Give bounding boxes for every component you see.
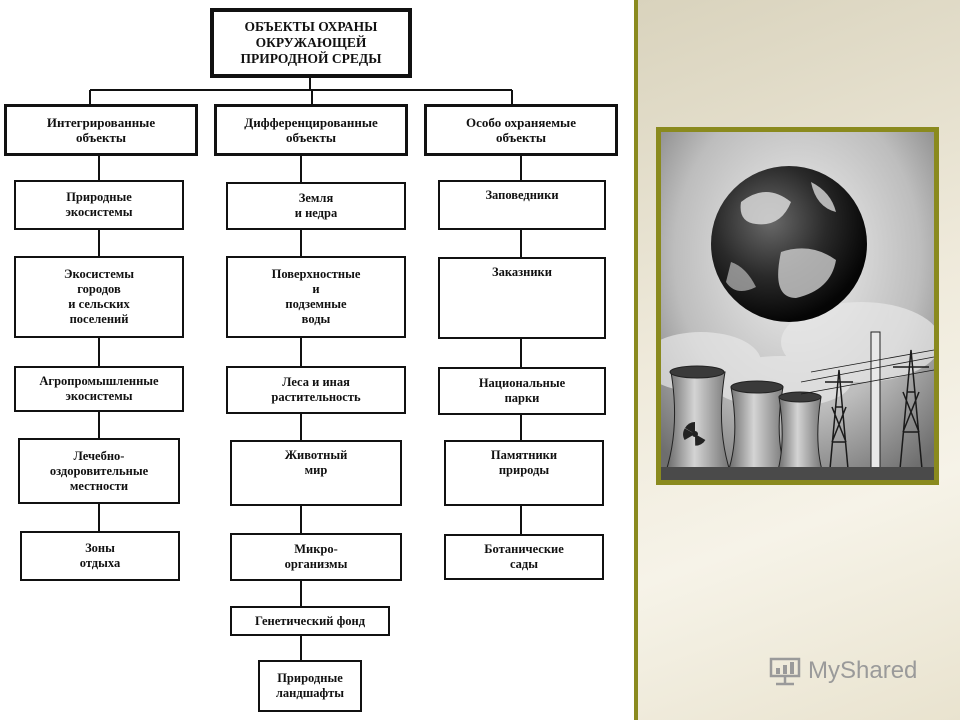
item-forests: Леса и иная растительность (226, 366, 406, 414)
header-integrated: Интегрированные объекты (4, 104, 198, 156)
presentation-board-icon (769, 657, 801, 686)
earth-over-power-plant-image (656, 127, 939, 485)
item-national-parks: Национальные парки (438, 367, 606, 415)
item-agro-ecosystems: Агропромышленные экосистемы (14, 366, 184, 412)
header-differentiated: Дифференцированные объекты (214, 104, 408, 156)
diagram-panel: ОБЪЕКТЫ ОХРАНЫ ОКРУЖАЮЩЕЙ ПРИРОДНОЙ СРЕД… (4, 8, 618, 712)
header-protected: Особо охраняемые объекты (424, 104, 618, 156)
power-pylons (800, 349, 934, 480)
item-reserves: Заповедники (438, 180, 606, 230)
item-waters: Поверхностные и подземные воды (226, 256, 406, 338)
item-nature-monuments: Памятники природы (444, 440, 604, 506)
item-microorganisms: Микро- организмы (230, 533, 402, 581)
item-health-areas: Лечебно- оздоровительные местности (18, 438, 180, 504)
item-botanical-gardens: Ботанические сады (444, 534, 604, 580)
item-recreation-zones: Зоны отдыха (20, 531, 180, 581)
root-box: ОБЪЕКТЫ ОХРАНЫ ОКРУЖАЮЩЕЙ ПРИРОДНОЙ СРЕД… (210, 8, 412, 78)
logo-text: MyShared (808, 657, 918, 684)
earth-illustration (661, 132, 934, 480)
chimney (870, 331, 881, 480)
earth-globe (711, 166, 867, 322)
cooling-towers (662, 365, 826, 480)
item-landscapes: Природные ландшафты (258, 660, 362, 712)
myshared-logo: MyShared (768, 656, 917, 686)
item-wildlife: Животный мир (230, 440, 402, 506)
radiation-sign-icon (683, 421, 706, 446)
item-land: Земля и недра (226, 182, 406, 230)
item-sanctuaries: Заказники (438, 257, 606, 339)
item-natural-ecosystems: Природные экосистемы (14, 180, 184, 230)
item-settlement-ecosystems: Экосистемы городов и сельских поселений (14, 256, 184, 338)
panel-divider (634, 0, 638, 720)
item-genetic-fund: Генетический фонд (230, 606, 390, 636)
